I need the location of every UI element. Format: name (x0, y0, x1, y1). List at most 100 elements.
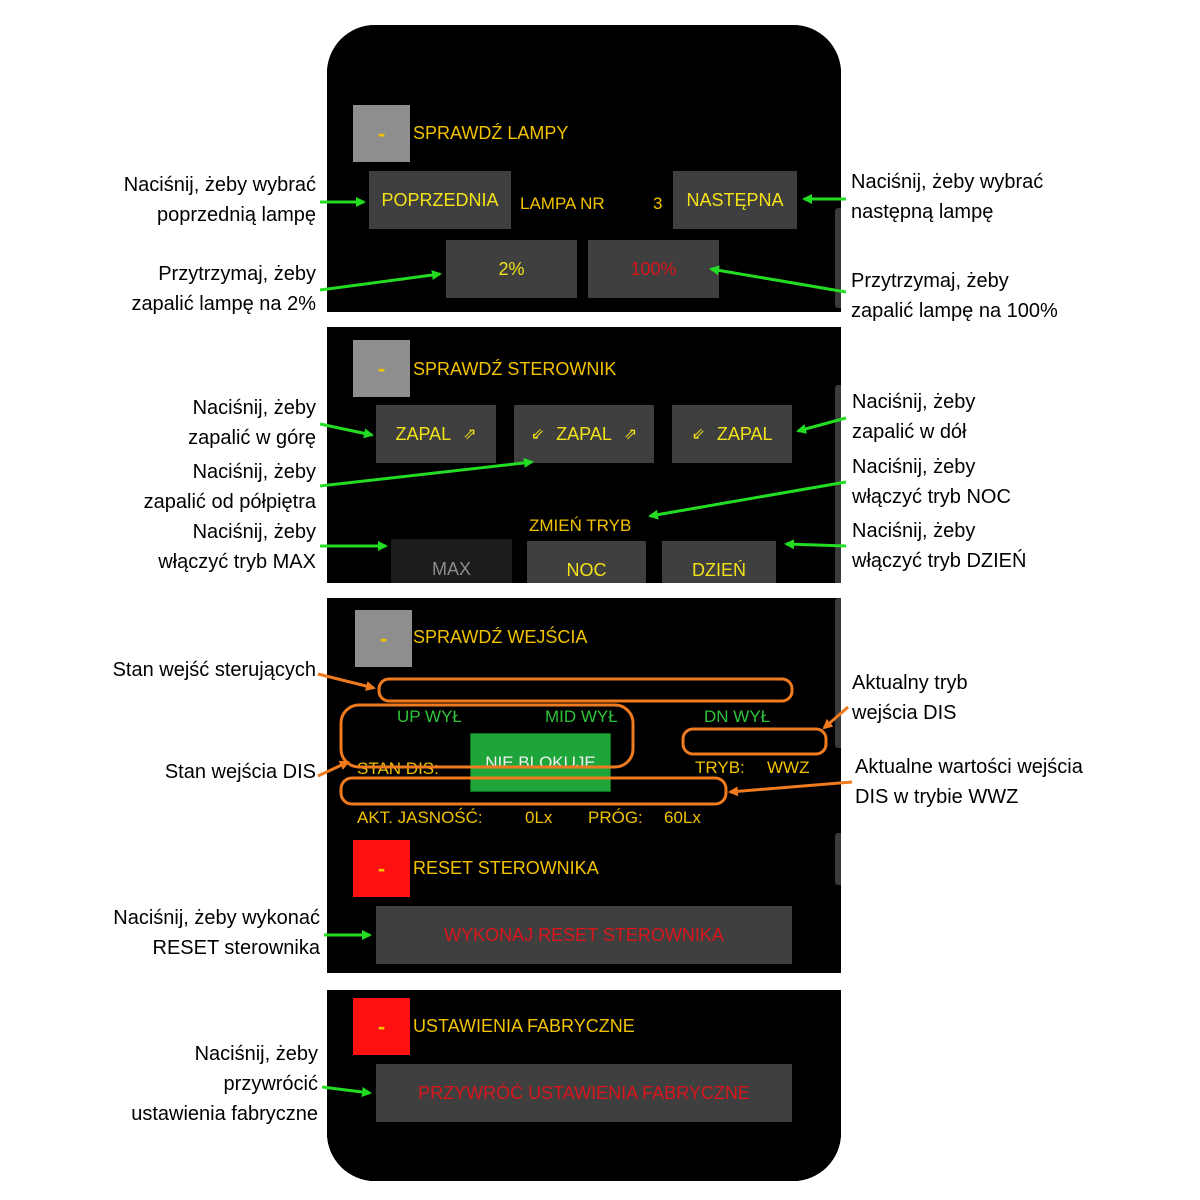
annotation-line: Naciśnij, żeby (852, 391, 976, 413)
annotation-hold-2: Przytrzymaj, żeby zapalić lampę na 2% (60, 259, 316, 319)
annotation-line: zapalić lampę na 2% (131, 293, 316, 315)
panel-gap (327, 973, 841, 990)
previous-lamp-button[interactable]: POPRZEDNIA (369, 171, 511, 229)
annotation-factory: Naciśnij, żeby przywrócić ustawienia fab… (60, 1039, 318, 1129)
annotation-dis-mode: Aktualny tryb wejścia DIS (852, 668, 968, 728)
annotation-line: zapalić lampę na 100% (851, 300, 1058, 322)
panel-gap (327, 312, 841, 327)
toggle-inputs-button[interactable]: - (355, 610, 412, 667)
reset-controller-button[interactable]: WYKONAJ RESET STEROWNIKA (376, 906, 792, 964)
section-title-reset: RESET STEROWNIKA (413, 858, 599, 878)
arrow-down-left-icon: ⇙ (530, 426, 545, 443)
section-title-controller: SPRAWDŹ STEROWNIK (413, 359, 617, 379)
annotation-up: Naciśnij, żeby zapalić w górę (60, 393, 316, 453)
toggle-reset-button[interactable]: - (353, 840, 410, 897)
lamp-2-percent-button[interactable]: 2% (446, 240, 577, 298)
annotation-line: Aktualne wartości wejścia (855, 756, 1083, 778)
annotation-line: Naciśnij, żeby (192, 397, 316, 419)
annotation-line: przywrócić (223, 1073, 318, 1095)
annotation-line: włączyć tryb NOC (852, 486, 1011, 508)
phone-screen: - SPRAWDŹ LAMPY POPRZEDNIA LAMPA NR 3 NA… (327, 25, 841, 1181)
threshold-value: 60Lx (664, 808, 701, 827)
tryb-value: WWZ (767, 758, 810, 777)
annotation-line: następną lampę (851, 201, 994, 223)
annotation-line: poprzednią lampę (157, 204, 316, 226)
ignite-down-button[interactable]: ⇙ ZAPAL (672, 405, 792, 463)
annotation-line: Naciśnij, żeby wybrać (123, 174, 316, 196)
annotation-line: wejścia DIS (852, 702, 957, 724)
dis-status-badge: NIE BLOKUJE (470, 733, 611, 792)
section-title-inputs: SPRAWDŹ WEJŚCIA (413, 627, 588, 647)
ignite-down-label: ZAPAL (716, 423, 773, 444)
section-title-factory: USTAWIENIA FABRYCZNE (413, 1016, 635, 1036)
annotation-line: ustawienia fabryczne (131, 1103, 318, 1125)
panel-gap (327, 583, 841, 598)
annotation-line: Stan wejść sterujących (112, 659, 316, 681)
annotation-mid: Naciśnij, żeby zapalić od półpiętra (60, 457, 316, 517)
panel-reset: - RESET STEROWNIKA WYKONAJ RESET STEROWN… (327, 833, 841, 973)
factory-reset-button[interactable]: PRZYWRÓĆ USTAWIENIA FABRYCZNE (376, 1064, 792, 1122)
annotation-line: RESET sterownika (152, 937, 320, 959)
annotation-dis-state: Stan wejścia DIS (60, 757, 316, 787)
ignite-up-button[interactable]: ZAPAL ⇗ (376, 405, 496, 463)
input-mid-status: MID WYŁ (545, 707, 618, 726)
annotation-line: Naciśnij, żeby (852, 520, 976, 542)
annotation-line: Naciśnij, żeby wykonać (113, 907, 320, 929)
annotation-line: Naciśnij, żeby (192, 521, 316, 543)
annotation-prev: Naciśnij, żeby wybrać poprzednią lampę (60, 170, 316, 230)
annotation-down: Naciśnij, żeby zapalić w dół (852, 387, 975, 447)
annotation-line: Naciśnij, żeby (192, 461, 316, 483)
annotation-dis-values: Aktualne wartości wejścia DIS w trybie W… (855, 752, 1083, 812)
arrow-up-right-icon: ⇗ (463, 426, 477, 443)
panel-controller: - SPRAWDŹ STEROWNIK ZAPAL ⇗ ⇙ ZAPAL ⇗ ⇙ … (327, 327, 841, 599)
brightness-label: AKT. JASNOŚĆ: (357, 808, 483, 827)
section-title-lamps: SPRAWDŹ LAMPY (413, 123, 569, 143)
lamp-nr-value: 3 (653, 194, 663, 213)
tryb-label: TRYB: (695, 758, 745, 777)
change-mode-label: ZMIEŃ TRYB (529, 516, 632, 535)
input-up-status: UP WYŁ (397, 707, 462, 726)
scroll-tab (835, 598, 841, 748)
annotation-line: Naciśnij, żeby (852, 456, 976, 478)
annotation-noc: Naciśnij, żeby włączyć tryb NOC (852, 452, 1011, 512)
annotation-line: Stan wejścia DIS (164, 761, 316, 783)
ignite-mid-label: ZAPAL (556, 423, 612, 444)
annotation-line: zapalić od półpiętra (143, 491, 316, 513)
lamp-100-percent-button[interactable]: 100% (588, 240, 719, 298)
input-dn-status: DN WYŁ (704, 707, 771, 726)
annotation-line: Naciśnij, żeby wybrać (851, 171, 1044, 193)
annotation-max: Naciśnij, żeby włączyć tryb MAX (60, 517, 316, 577)
annotation-hold-100: Przytrzymaj, żeby zapalić lampę na 100% (851, 266, 1058, 326)
brightness-value: 0Lx (525, 808, 553, 827)
arrow-down-left-icon: ⇙ (691, 426, 705, 443)
scroll-tab (835, 833, 841, 885)
threshold-label: PRÓG: (588, 808, 643, 827)
scroll-tab (835, 385, 841, 585)
toggle-lamps-button[interactable]: - (353, 105, 410, 162)
annotation-next: Naciśnij, żeby wybrać następną lampę (851, 167, 1043, 227)
toggle-factory-button[interactable]: - (353, 998, 410, 1055)
panel-factory: - USTAWIENIA FABRYCZNE PRZYWRÓĆ USTAWIEN… (327, 990, 841, 1181)
annotation-line: zapalić w dół (852, 421, 967, 443)
annotation-inputs-state: Stan wejść sterujących (60, 655, 316, 685)
scroll-tab (835, 208, 841, 308)
annotation-line: włączyć tryb DZIEŃ (852, 550, 1027, 572)
annotation-line: DIS w trybie WWZ (855, 786, 1019, 808)
annotation-line: Przytrzymaj, żeby (158, 263, 316, 285)
ignite-mid-button[interactable]: ⇙ ZAPAL ⇗ (514, 405, 654, 463)
next-lamp-button[interactable]: NASTĘPNA (673, 171, 797, 229)
ignite-up-label: ZAPAL (395, 423, 452, 444)
annotation-reset: Naciśnij, żeby wykonać RESET sterownika (60, 903, 320, 963)
annotation-line: Przytrzymaj, żeby (851, 270, 1009, 292)
annotation-dzien: Naciśnij, żeby włączyć tryb DZIEŃ (852, 516, 1026, 576)
annotation-line: Aktualny tryb (852, 672, 968, 694)
lamp-nr-label: LAMPA NR (520, 194, 605, 213)
annotation-line: włączyć tryb MAX (158, 551, 316, 573)
arrow-up-right-icon: ⇗ (623, 426, 638, 443)
dis-state-label: STAN DIS: (357, 759, 439, 778)
toggle-controller-button[interactable]: - (353, 340, 410, 397)
panel-inputs: - SPRAWDŹ WEJŚCIA UP WYŁ MID WYŁ DN WYŁ … (327, 598, 841, 833)
annotation-line: Naciśnij, żeby (194, 1043, 318, 1065)
panel-lamps: - SPRAWDŹ LAMPY POPRZEDNIA LAMPA NR 3 NA… (327, 25, 841, 312)
annotation-line: zapalić w górę (188, 427, 316, 449)
